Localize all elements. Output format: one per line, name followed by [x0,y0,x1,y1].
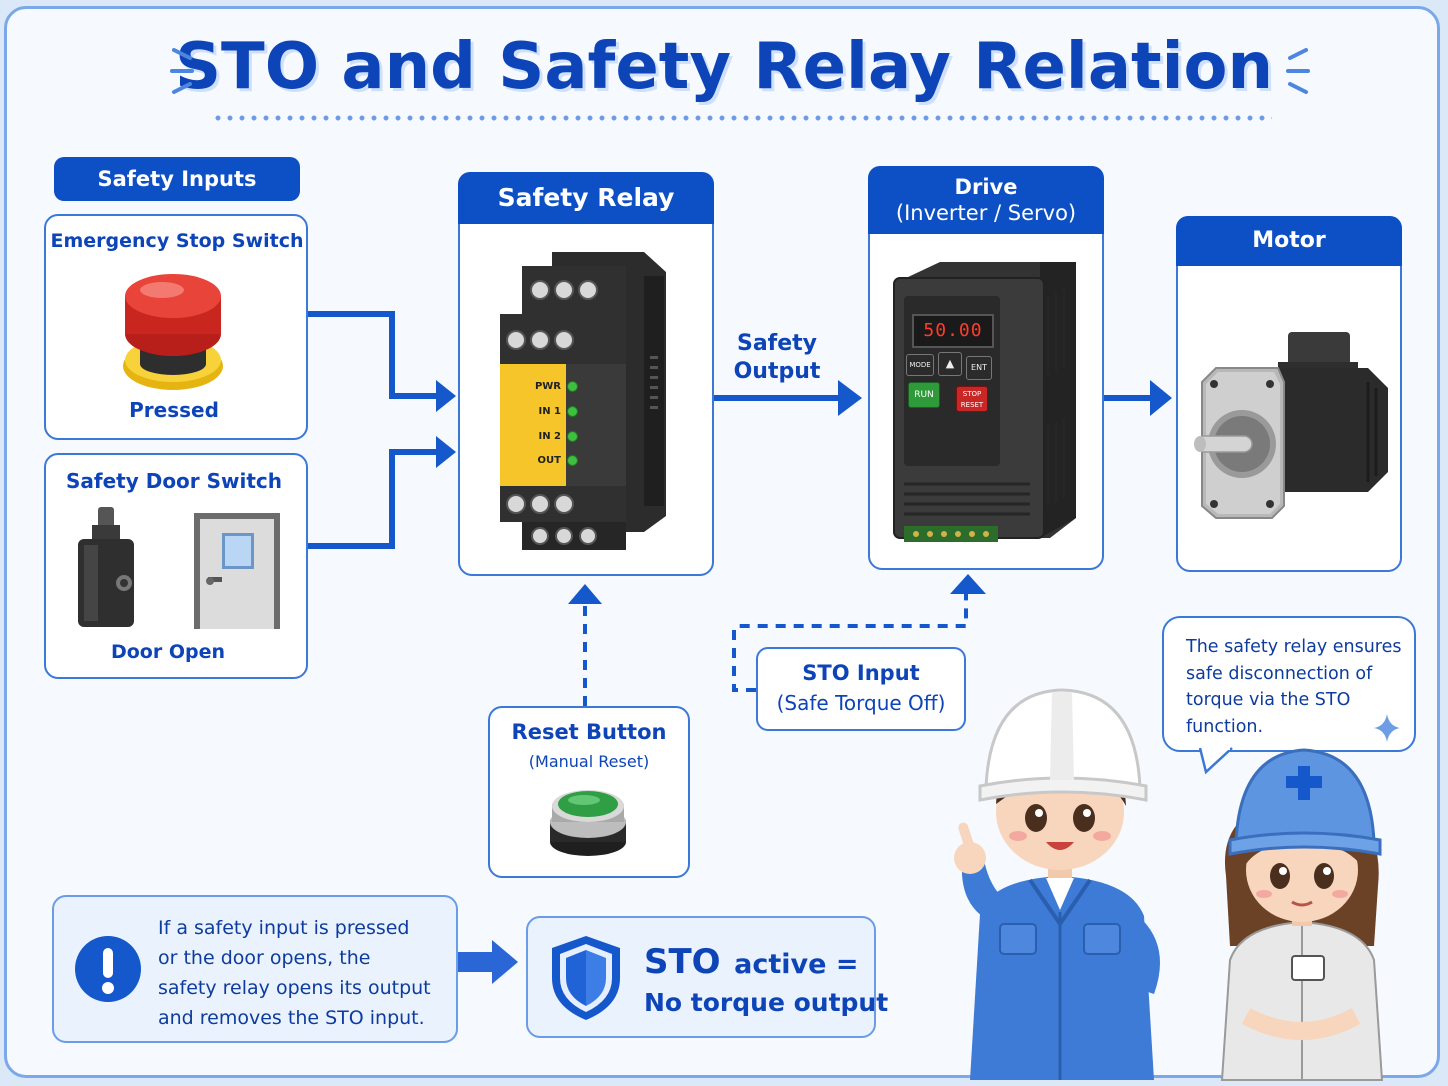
door-icon [194,513,280,629]
led-row-in1: IN 1 [538,399,578,423]
drive-header-line2: (Inverter / Servo) [895,201,1077,225]
safety-output-label: Safety Output [716,330,838,386]
drive-run-key[interactable]: RUN [908,382,940,408]
drive-card: Drive (Inverter / Servo) 50.00 MODE ▲ EN… [868,166,1104,570]
emergency-stop-card: Emergency Stop Switch Pressed [44,214,308,440]
reset-button-subtitle: (Manual Reset) [528,752,650,771]
sto-result-box: STO active = No torque output [526,916,888,1038]
safety-relay-card: Safety Relay PWR [458,172,714,576]
speech-text: The safety relay ensures safe disconnect… [1186,634,1416,740]
note-line4: and removes the STO input. [158,1007,425,1029]
note-line2: or the door opens, the [158,947,371,969]
sto-input-line1: STO Input [802,661,920,685]
note-text: If a safety input is pressed or the door… [158,913,454,1033]
drive-ent-key[interactable]: ENT [966,356,992,380]
led-label: PWR [534,380,561,392]
safety-relay-device-icon [500,252,666,550]
sto-input-box: STO Input (Safe Torque Off) [756,647,966,731]
door-switch-card: Safety Door Switch Door Open [44,453,308,679]
speech-bubble: The safety relay ensures safe disconnect… [1162,616,1416,752]
result-sto-word: STO [644,942,721,982]
title-divider [212,115,1272,121]
reset-button-title: Reset Button [511,720,667,744]
note-line3: safety relay opens its output [158,977,431,999]
emergency-stop-button-icon [123,274,223,390]
note-line1: If a safety input is pressed [158,917,410,939]
motor-header: Motor [1176,216,1402,266]
emergency-stop-state: Pressed [129,398,219,422]
title-decoration-right-icon [1286,48,1310,94]
safety-output-line2: Output [733,359,821,384]
drive-header: Drive (Inverter / Servo) [868,166,1104,234]
sparkle-icon [1374,714,1400,742]
reset-button-card: Reset Button (Manual Reset) [488,706,690,878]
safety-output-line1: Safety [736,331,818,356]
male-engineer-illustration [954,688,1160,1080]
stop-label: STOP [962,390,982,398]
result-line2: No torque output [644,988,889,1017]
female-engineer-illustration [1220,748,1384,1081]
safety-inputs-header: Safety Inputs [54,157,300,201]
reset-button-icon[interactable] [548,784,628,860]
led-indicator-icon [567,380,578,392]
door-switch-state: Door Open [110,641,226,663]
speech-line3: torque via the STO [1186,690,1351,710]
drive-mode-key[interactable]: MODE [906,354,934,376]
led-label: OUT [537,454,561,466]
speech-line1: The safety relay ensures [1186,637,1402,657]
led-row-out: OUT [538,448,578,472]
led-row-in2: IN 2 [538,424,578,448]
motor-icon [1194,332,1388,519]
led-label: IN 1 [538,405,561,417]
sto-input-line2: (Safe Torque Off) [776,691,946,715]
led-row-pwr: PWR [535,374,578,398]
led-label: IN 2 [538,430,561,442]
speech-line2: safe disconnection of [1186,663,1373,684]
door-switch-device-icon [78,507,134,627]
motor-card: Motor [1176,216,1402,572]
drive-display: 50.00 [912,314,994,348]
result-line1: STO active = [644,942,859,982]
drive-stop-reset-key[interactable]: STOP RESET [956,386,988,412]
speech-line4: function. [1186,716,1264,737]
drive-header-line1: Drive [954,175,1018,199]
led-indicator-icon [567,430,578,442]
explanation-note: If a safety input is pressed or the door… [52,895,458,1043]
reset-label: RESET [960,401,984,409]
alert-icon [75,936,141,1002]
page-title: STO and Safety Relay Relation [174,30,1274,104]
speech-bubble-tail [1198,745,1233,775]
emergency-stop-title: Emergency Stop Switch [50,230,304,252]
led-indicator-icon [567,405,578,417]
shield-icon [552,936,620,1020]
led-indicator-icon [567,454,578,466]
drive-up-key[interactable]: ▲ [938,352,962,376]
result-active-text: active = [734,949,859,980]
safety-relay-header: Safety Relay [458,172,714,224]
door-switch-title: Safety Door Switch [65,469,283,493]
title-decoration-left-icon [170,48,194,94]
